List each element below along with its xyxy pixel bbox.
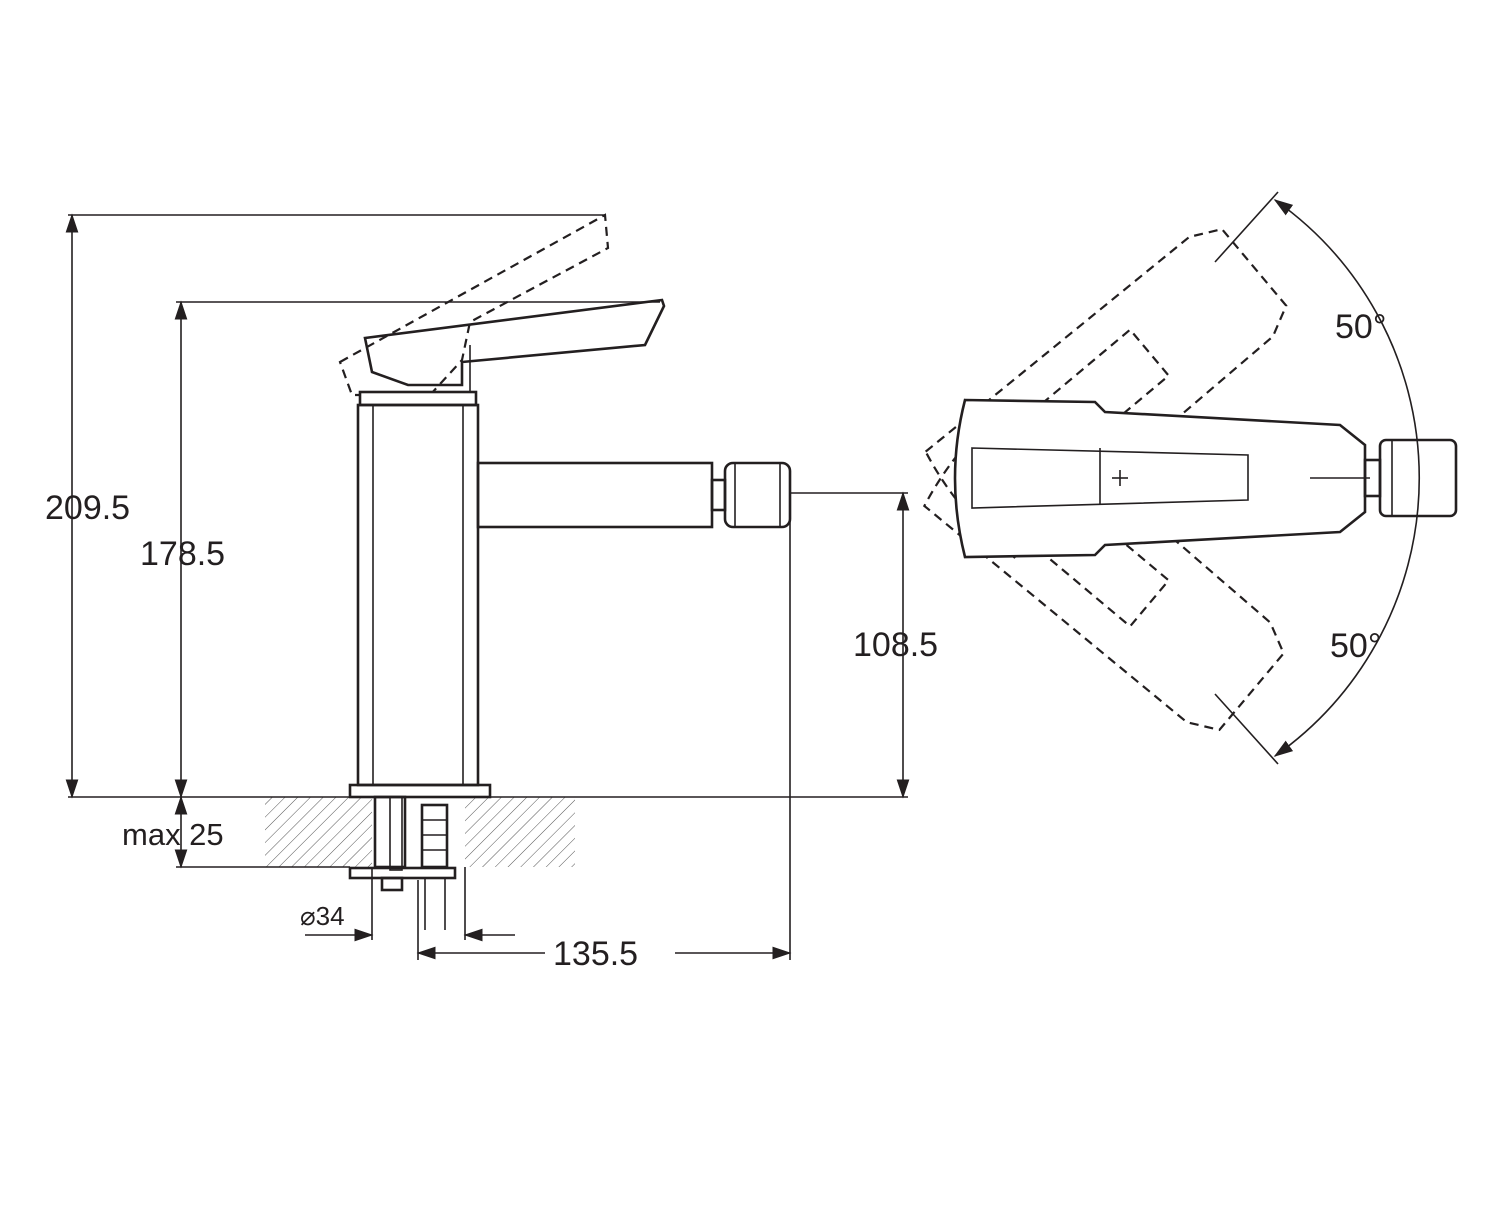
angle-label-top: 50° [1335, 308, 1386, 346]
spout [476, 461, 714, 529]
dim-spout-height: 108.5 [853, 626, 938, 664]
dim-total-height: 209.5 [45, 489, 130, 527]
angle-label-bottom: 50° [1330, 627, 1381, 665]
base-plate [348, 783, 492, 799]
dimension-lines [65, 213, 910, 960]
side-view [338, 213, 792, 930]
dim-hole-diameter: ⌀34 [300, 901, 345, 931]
dim-counter-thickness: max 25 [122, 817, 224, 852]
handle-top-outline [953, 398, 1367, 559]
countertop-section [265, 797, 575, 867]
dim-handle-height: 178.5 [140, 535, 225, 573]
dim-spout-reach: 135.5 [553, 935, 638, 973]
handle-outline [363, 298, 666, 387]
handle-raised-outline [338, 213, 610, 397]
rotation-arc [1273, 199, 1420, 757]
top-view [922, 191, 1458, 765]
body [356, 403, 480, 787]
